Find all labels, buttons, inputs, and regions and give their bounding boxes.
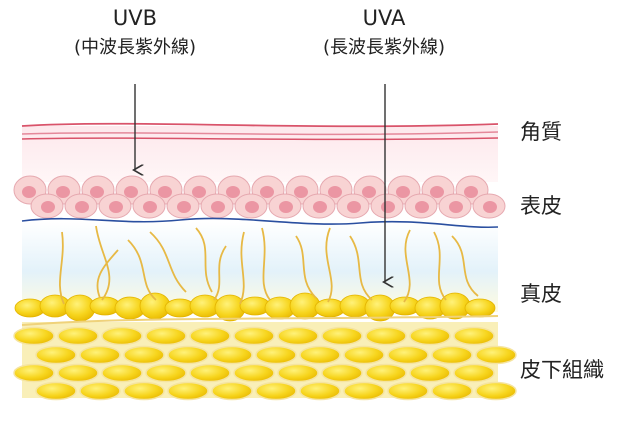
fiber	[451, 235, 479, 297]
dermis-fat-bumps	[14, 292, 496, 322]
uva-subtitle: (長波長紫外線)	[322, 37, 446, 58]
fat-cell	[475, 345, 517, 365]
epidermis-cell	[64, 193, 98, 219]
fiber	[96, 249, 119, 299]
fat-cell	[343, 345, 385, 365]
fat-cell	[167, 381, 209, 401]
fat-cell	[299, 345, 341, 365]
fat-cell	[189, 326, 231, 346]
fiber	[127, 239, 157, 301]
layer-label-dermis: 真皮	[520, 282, 562, 306]
fat-cell	[57, 326, 99, 346]
fat-cell	[409, 326, 451, 346]
fat-cell	[35, 345, 77, 365]
epidermis-cell	[472, 193, 506, 219]
fat-cell	[409, 363, 451, 383]
epidermis-cell	[302, 193, 336, 219]
fiber	[433, 231, 447, 301]
fat-bump	[464, 298, 496, 318]
fat-cell	[321, 363, 363, 383]
fiber	[149, 231, 187, 293]
epidermis-cell	[200, 193, 234, 219]
fiber	[261, 227, 271, 301]
fat-cell	[145, 326, 187, 346]
fat-cell	[343, 381, 385, 401]
fat-cell	[211, 381, 253, 401]
upper-skin-band	[22, 126, 498, 182]
fat-cell	[13, 363, 55, 383]
fat-cell	[57, 363, 99, 383]
fiber	[403, 229, 411, 303]
epidermis-cell	[336, 193, 370, 219]
fat-cell	[233, 326, 275, 346]
epidermis-cell	[166, 193, 200, 219]
fat-cell	[365, 363, 407, 383]
fat-cell	[453, 326, 495, 346]
layer-label-subcutaneous: 皮下組織	[520, 358, 604, 382]
fat-cell	[211, 345, 253, 365]
fat-cell	[431, 381, 473, 401]
fiber	[325, 227, 333, 303]
fat-cell	[79, 345, 121, 365]
fat-cell	[255, 345, 297, 365]
fat-cell	[299, 381, 341, 401]
fat-cell	[189, 363, 231, 383]
fat-boundary-line	[21, 315, 499, 326]
subcutaneous-fat-cells	[13, 326, 517, 401]
fat-cell	[35, 381, 77, 401]
epidermis-cell	[404, 193, 438, 219]
basement-membrane-line	[21, 217, 499, 229]
fiber	[195, 227, 213, 293]
uva-title: UVA	[362, 6, 406, 30]
layer-label-epidermis: 表皮	[520, 194, 562, 218]
fat-cell	[255, 381, 297, 401]
layer-label-stratum-corneum: 角質	[520, 120, 562, 144]
fat-cell	[453, 363, 495, 383]
fat-cell	[431, 345, 473, 365]
fat-cell	[277, 363, 319, 383]
fiber	[213, 245, 227, 301]
fat-cell	[233, 363, 275, 383]
fat-cell	[387, 345, 429, 365]
fat-cell	[475, 381, 517, 401]
fat-cell	[79, 381, 121, 401]
fat-cell	[321, 326, 363, 346]
fat-cell	[13, 326, 55, 346]
fat-cell	[277, 326, 319, 346]
epidermis-cell	[268, 193, 302, 219]
fiber	[239, 231, 245, 305]
epidermis-cell	[370, 193, 404, 219]
fat-cell	[145, 363, 187, 383]
dermal-fibers	[59, 225, 479, 305]
fat-cell	[123, 381, 165, 401]
epidermis-cells	[13, 175, 506, 219]
fat-cell	[101, 363, 143, 383]
epidermis-cell	[438, 193, 472, 219]
fat-cell	[365, 326, 407, 346]
epidermis-cell	[234, 193, 268, 219]
epidermis-cell	[30, 193, 64, 219]
fat-cell	[123, 345, 165, 365]
fat-cell	[167, 345, 209, 365]
fiber	[95, 225, 111, 301]
fiber	[295, 235, 317, 299]
uvb-title: UVB	[112, 6, 158, 30]
fat-cell	[387, 381, 429, 401]
stratum-corneum-lines	[21, 122, 499, 141]
fat-cell	[101, 326, 143, 346]
epidermis-cell	[132, 193, 166, 219]
fiber	[349, 235, 373, 301]
uvb-subtitle: (中波長紫外線)	[73, 37, 197, 58]
fiber	[59, 231, 65, 305]
epidermis-cell	[98, 193, 132, 219]
